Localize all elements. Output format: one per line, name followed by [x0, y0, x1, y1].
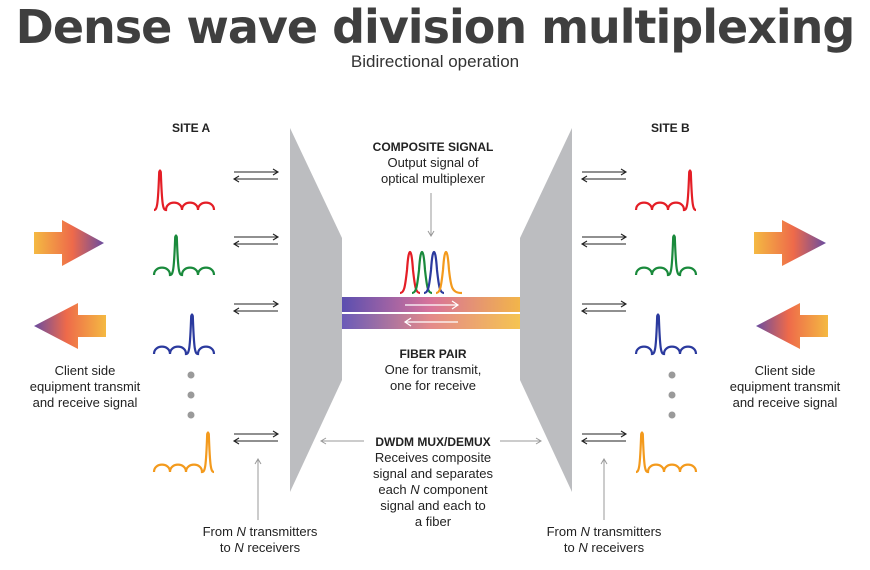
composite-signal-label: COMPOSITE SIGNAL Output signal of optica…	[350, 139, 516, 187]
mux-heading: DWDM MUX/DEMUX	[375, 435, 491, 449]
signal-wave-left-orange	[152, 431, 215, 474]
composite-signal-line1: Output signal of	[387, 155, 479, 170]
transmitters-right-label: From N transmitters to N receivers	[546, 524, 662, 555]
client-side-left-label: Client side equipment transmit and recei…	[29, 363, 141, 410]
bidirectional-arrows-right-2	[580, 233, 628, 248]
bidirectional-arrows-left-3	[232, 300, 280, 315]
signal-wave-right-blue	[634, 313, 698, 356]
fiber-pair-line2: one for receive	[390, 378, 476, 393]
site-b-label: SITE B	[651, 121, 690, 135]
fiber-receive-arrow	[403, 317, 458, 327]
fiber-pair-heading: FIBER PAIR	[399, 347, 467, 361]
signal-wave-left-green	[152, 234, 216, 277]
bidirectional-arrows-left-2	[232, 233, 280, 248]
signal-wave-left-red	[153, 169, 216, 212]
mux-line3: each N component	[378, 482, 488, 497]
site-a-label: SITE A	[172, 121, 211, 135]
bidirectional-arrows-right-3	[580, 300, 628, 315]
composite-signal-heading: COMPOSITE SIGNAL	[372, 140, 494, 154]
client-arrow-left-in	[34, 220, 104, 266]
mux-line5: a fiber	[414, 514, 452, 529]
composite-signal-line2: optical multiplexer	[380, 171, 486, 186]
mux-line2: signal and separates	[373, 466, 493, 481]
bidirectional-arrows-left-1	[232, 168, 280, 183]
ellipsis-dots-left	[187, 371, 195, 419]
fiber-pair-line1: One for transmit,	[384, 362, 482, 377]
mux-left	[290, 128, 342, 492]
signal-wave-right-green	[634, 234, 698, 277]
mux-pointer-lines	[320, 437, 542, 445]
transmitter-pointer-lines	[254, 458, 608, 520]
page-subtitle: Bidirectional operation	[350, 52, 520, 71]
fiber-pair-label: FIBER PAIR One for transmit, one for rec…	[350, 346, 516, 394]
client-arrow-right-out	[754, 220, 826, 266]
client-arrow-left-out	[34, 303, 106, 349]
bidirectional-arrows-left-4	[232, 430, 280, 445]
composite-signal-graph	[399, 250, 463, 295]
bidirectional-arrows-right-4	[580, 430, 628, 445]
signal-wave-right-red	[634, 169, 697, 212]
signal-wave-left-blue	[152, 313, 216, 356]
client-side-right-label: Client side equipment transmit and recei…	[729, 363, 841, 410]
page-title: Dense wave division multiplexing	[15, 0, 856, 54]
signal-wave-right-orange	[635, 431, 698, 474]
client-arrow-right-in	[756, 303, 828, 349]
transmitters-left-label: From N transmitters to N receivers	[202, 524, 318, 555]
bidirectional-arrows-right-1	[580, 168, 628, 183]
mux-label: DWDM MUX/DEMUX Receives composite signal…	[360, 434, 506, 530]
ellipsis-dots-right	[668, 371, 676, 419]
fiber-transmit-arrow	[405, 300, 460, 310]
demux-right	[520, 128, 572, 492]
mux-line4: signal and each to	[380, 498, 486, 513]
mux-line1: Receives composite	[374, 450, 492, 465]
